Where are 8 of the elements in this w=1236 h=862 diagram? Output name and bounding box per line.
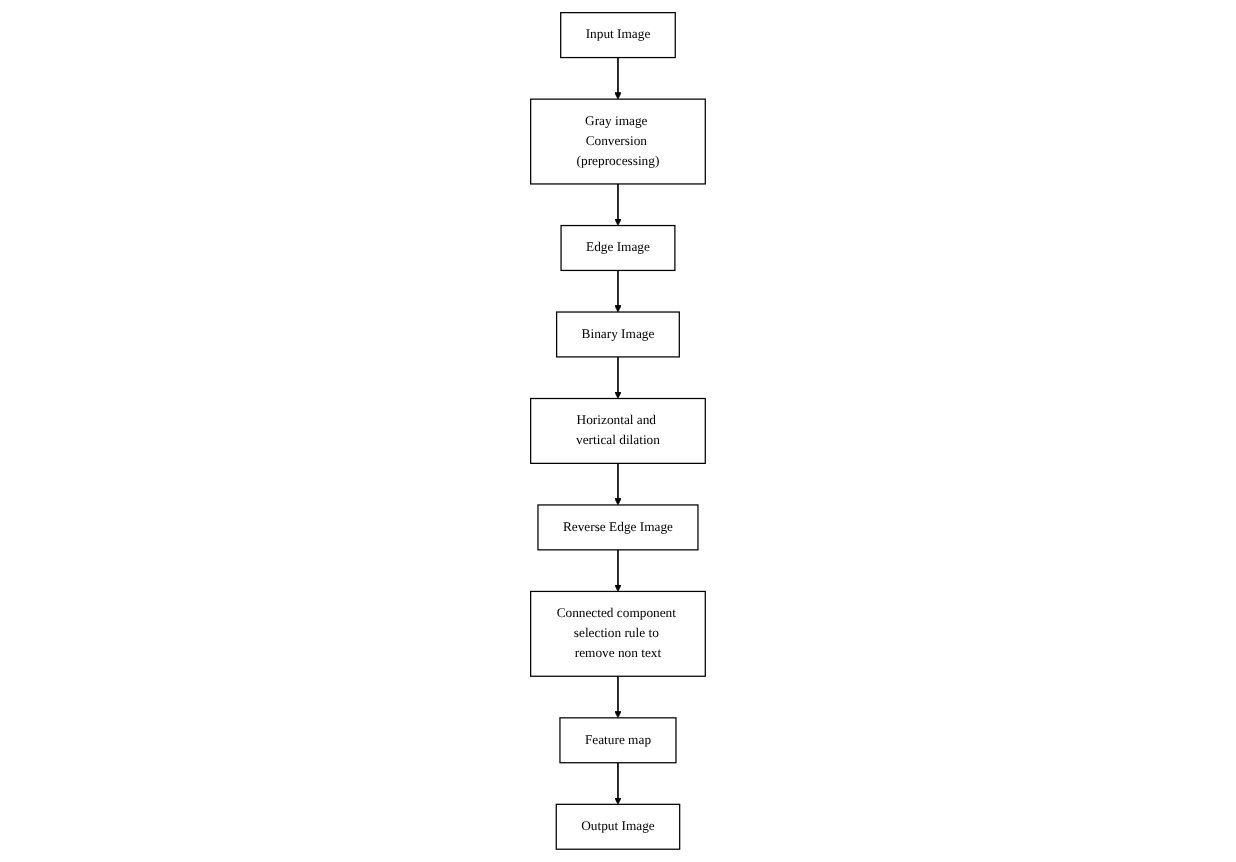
- arrow: [614, 269, 622, 313]
- arrow: [614, 675, 622, 719]
- arrow: [614, 761, 622, 805]
- arrow: [614, 462, 622, 506]
- arrow: [614, 56, 622, 100]
- arrow: [614, 183, 622, 226]
- arrow: [614, 356, 622, 399]
- arrow: [614, 549, 622, 592]
